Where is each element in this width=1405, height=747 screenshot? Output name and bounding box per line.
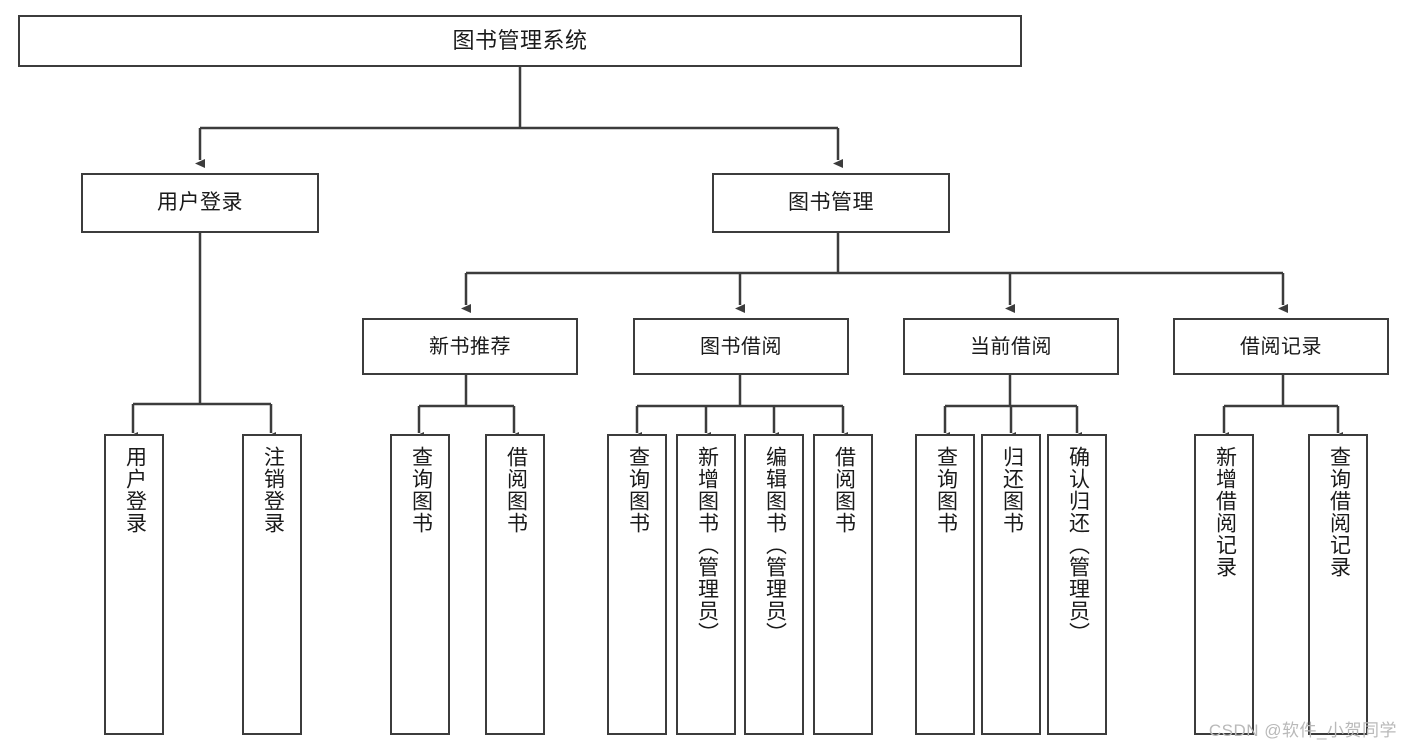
node-book-borrow-label: 图书借阅 xyxy=(700,335,782,358)
node-current-borrow-label: 当前借阅 xyxy=(970,335,1052,358)
node-leaf-confirm-return-admin[interactable]: 确认归还（管理员） xyxy=(1047,434,1107,735)
node-leaf-edit-book-admin[interactable]: 编辑图书（管理员） xyxy=(744,434,804,735)
node-leaf-borrow-book-1-label: 借阅图书 xyxy=(504,446,528,534)
node-leaf-borrow-book-1[interactable]: 借阅图书 xyxy=(485,434,545,735)
node-leaf-add-book-admin-label: 新增图书（管理员） xyxy=(695,446,719,644)
node-user-login[interactable]: 用户登录 xyxy=(81,173,319,233)
node-leaf-query-book-1[interactable]: 查询图书 xyxy=(390,434,450,735)
node-leaf-edit-book-admin-label: 编辑图书（管理员） xyxy=(763,446,787,644)
node-leaf-logout-label: 注销登录 xyxy=(261,446,285,534)
node-new-book-recommend-label: 新书推荐 xyxy=(429,335,511,358)
node-leaf-confirm-return-admin-label: 确认归还（管理员） xyxy=(1066,446,1090,644)
node-borrow-record[interactable]: 借阅记录 xyxy=(1173,318,1389,375)
node-leaf-query-borrow-record-label: 查询借阅记录 xyxy=(1327,446,1351,578)
node-root[interactable]: 图书管理系统 xyxy=(18,15,1022,67)
node-leaf-user-login[interactable]: 用户登录 xyxy=(104,434,164,735)
node-leaf-return-book-label: 归还图书 xyxy=(1000,446,1024,534)
node-leaf-borrow-book-2-label: 借阅图书 xyxy=(832,446,856,534)
node-leaf-query-book-3-label: 查询图书 xyxy=(934,446,958,534)
node-leaf-borrow-book-2[interactable]: 借阅图书 xyxy=(813,434,873,735)
node-leaf-query-borrow-record[interactable]: 查询借阅记录 xyxy=(1308,434,1368,735)
node-leaf-query-book-1-label: 查询图书 xyxy=(409,446,433,534)
node-borrow-record-label: 借阅记录 xyxy=(1240,335,1322,358)
node-leaf-query-book-3[interactable]: 查询图书 xyxy=(915,434,975,735)
node-book-manage-label: 图书管理 xyxy=(788,191,874,215)
node-leaf-query-book-2[interactable]: 查询图书 xyxy=(607,434,667,735)
node-leaf-add-borrow-record[interactable]: 新增借阅记录 xyxy=(1194,434,1254,735)
node-leaf-add-borrow-record-label: 新增借阅记录 xyxy=(1213,446,1237,578)
node-book-borrow[interactable]: 图书借阅 xyxy=(633,318,849,375)
node-book-manage[interactable]: 图书管理 xyxy=(712,173,950,233)
node-leaf-user-login-label: 用户登录 xyxy=(123,446,147,534)
node-root-label: 图书管理系统 xyxy=(452,27,588,53)
node-leaf-return-book[interactable]: 归还图书 xyxy=(981,434,1041,735)
node-leaf-query-book-2-label: 查询图书 xyxy=(626,446,650,534)
node-user-login-label: 用户登录 xyxy=(157,191,243,215)
node-leaf-logout[interactable]: 注销登录 xyxy=(242,434,302,735)
node-leaf-add-book-admin[interactable]: 新增图书（管理员） xyxy=(676,434,736,735)
node-new-book-recommend[interactable]: 新书推荐 xyxy=(362,318,578,375)
node-current-borrow[interactable]: 当前借阅 xyxy=(903,318,1119,375)
